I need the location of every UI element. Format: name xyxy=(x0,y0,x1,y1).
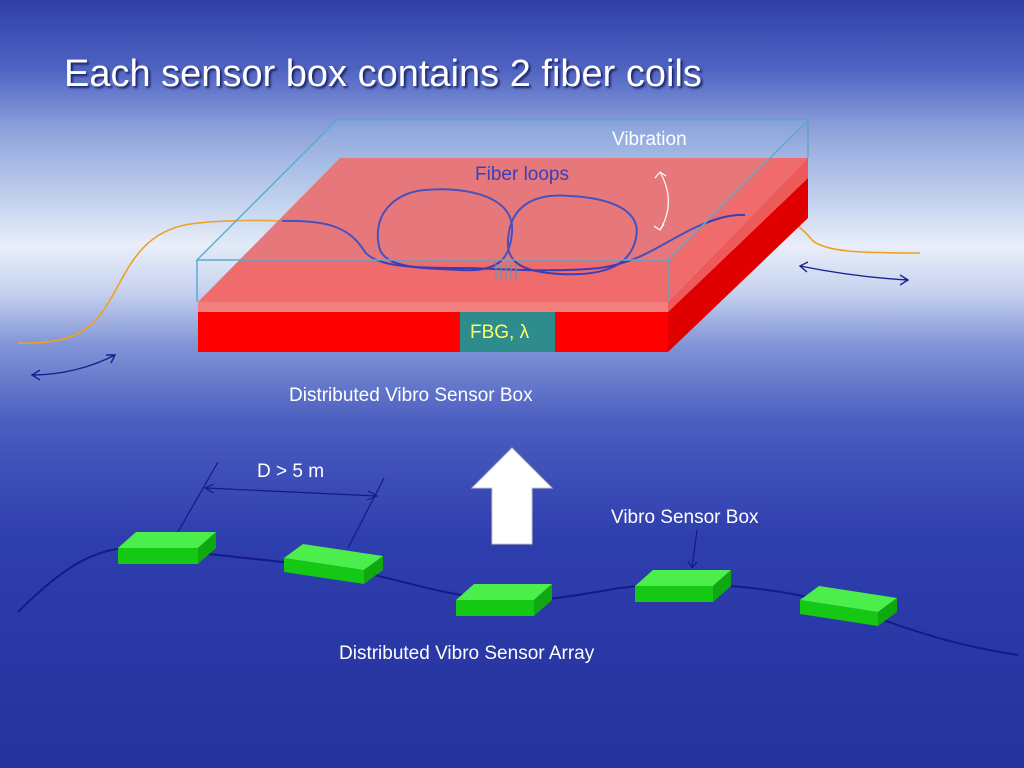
vibro-sensor-box-label: Vibro Sensor Box xyxy=(611,507,759,528)
sensor-box-3 xyxy=(456,584,552,616)
sensor-box-caption: Distributed Vibro Sensor Box xyxy=(289,385,533,406)
distance-marker xyxy=(177,461,385,549)
fiber-loops-label: Fiber loops xyxy=(475,164,569,185)
fiber-loop-path xyxy=(281,213,746,272)
slide-title: Each sensor box contains 2 fiber coils xyxy=(64,53,702,95)
box-front-face xyxy=(198,312,668,352)
fbg-patch xyxy=(460,312,555,352)
box-top-edge xyxy=(198,302,668,312)
vibration-label: Vibration xyxy=(612,129,687,150)
distance-label: D > 5 m xyxy=(257,461,325,482)
sensor-box-4 xyxy=(635,570,731,602)
sensor-box-2 xyxy=(284,544,383,584)
box-right-face xyxy=(668,178,808,352)
glass-enclosure xyxy=(195,119,810,302)
box-top-right-edge xyxy=(668,158,808,312)
fiber-coil-1 xyxy=(376,188,514,272)
fbg-label: FBG, λ xyxy=(470,322,530,343)
sensor-box-5 xyxy=(800,586,897,626)
left-lead-fiber xyxy=(17,219,283,344)
fbg-grating xyxy=(495,264,517,280)
up-arrow xyxy=(470,447,554,545)
box-top-face xyxy=(198,158,808,302)
left-vibration-arrow xyxy=(30,354,117,381)
sensor-box-1 xyxy=(118,532,216,564)
right-vibration-arrow xyxy=(798,261,910,286)
sensor-box-pointer xyxy=(687,529,698,570)
vibration-arrow xyxy=(653,171,669,231)
glass-top-fill xyxy=(197,120,808,260)
fiber-coil-2 xyxy=(506,194,638,276)
sensor-array-caption: Distributed Vibro Sensor Array xyxy=(339,643,595,664)
